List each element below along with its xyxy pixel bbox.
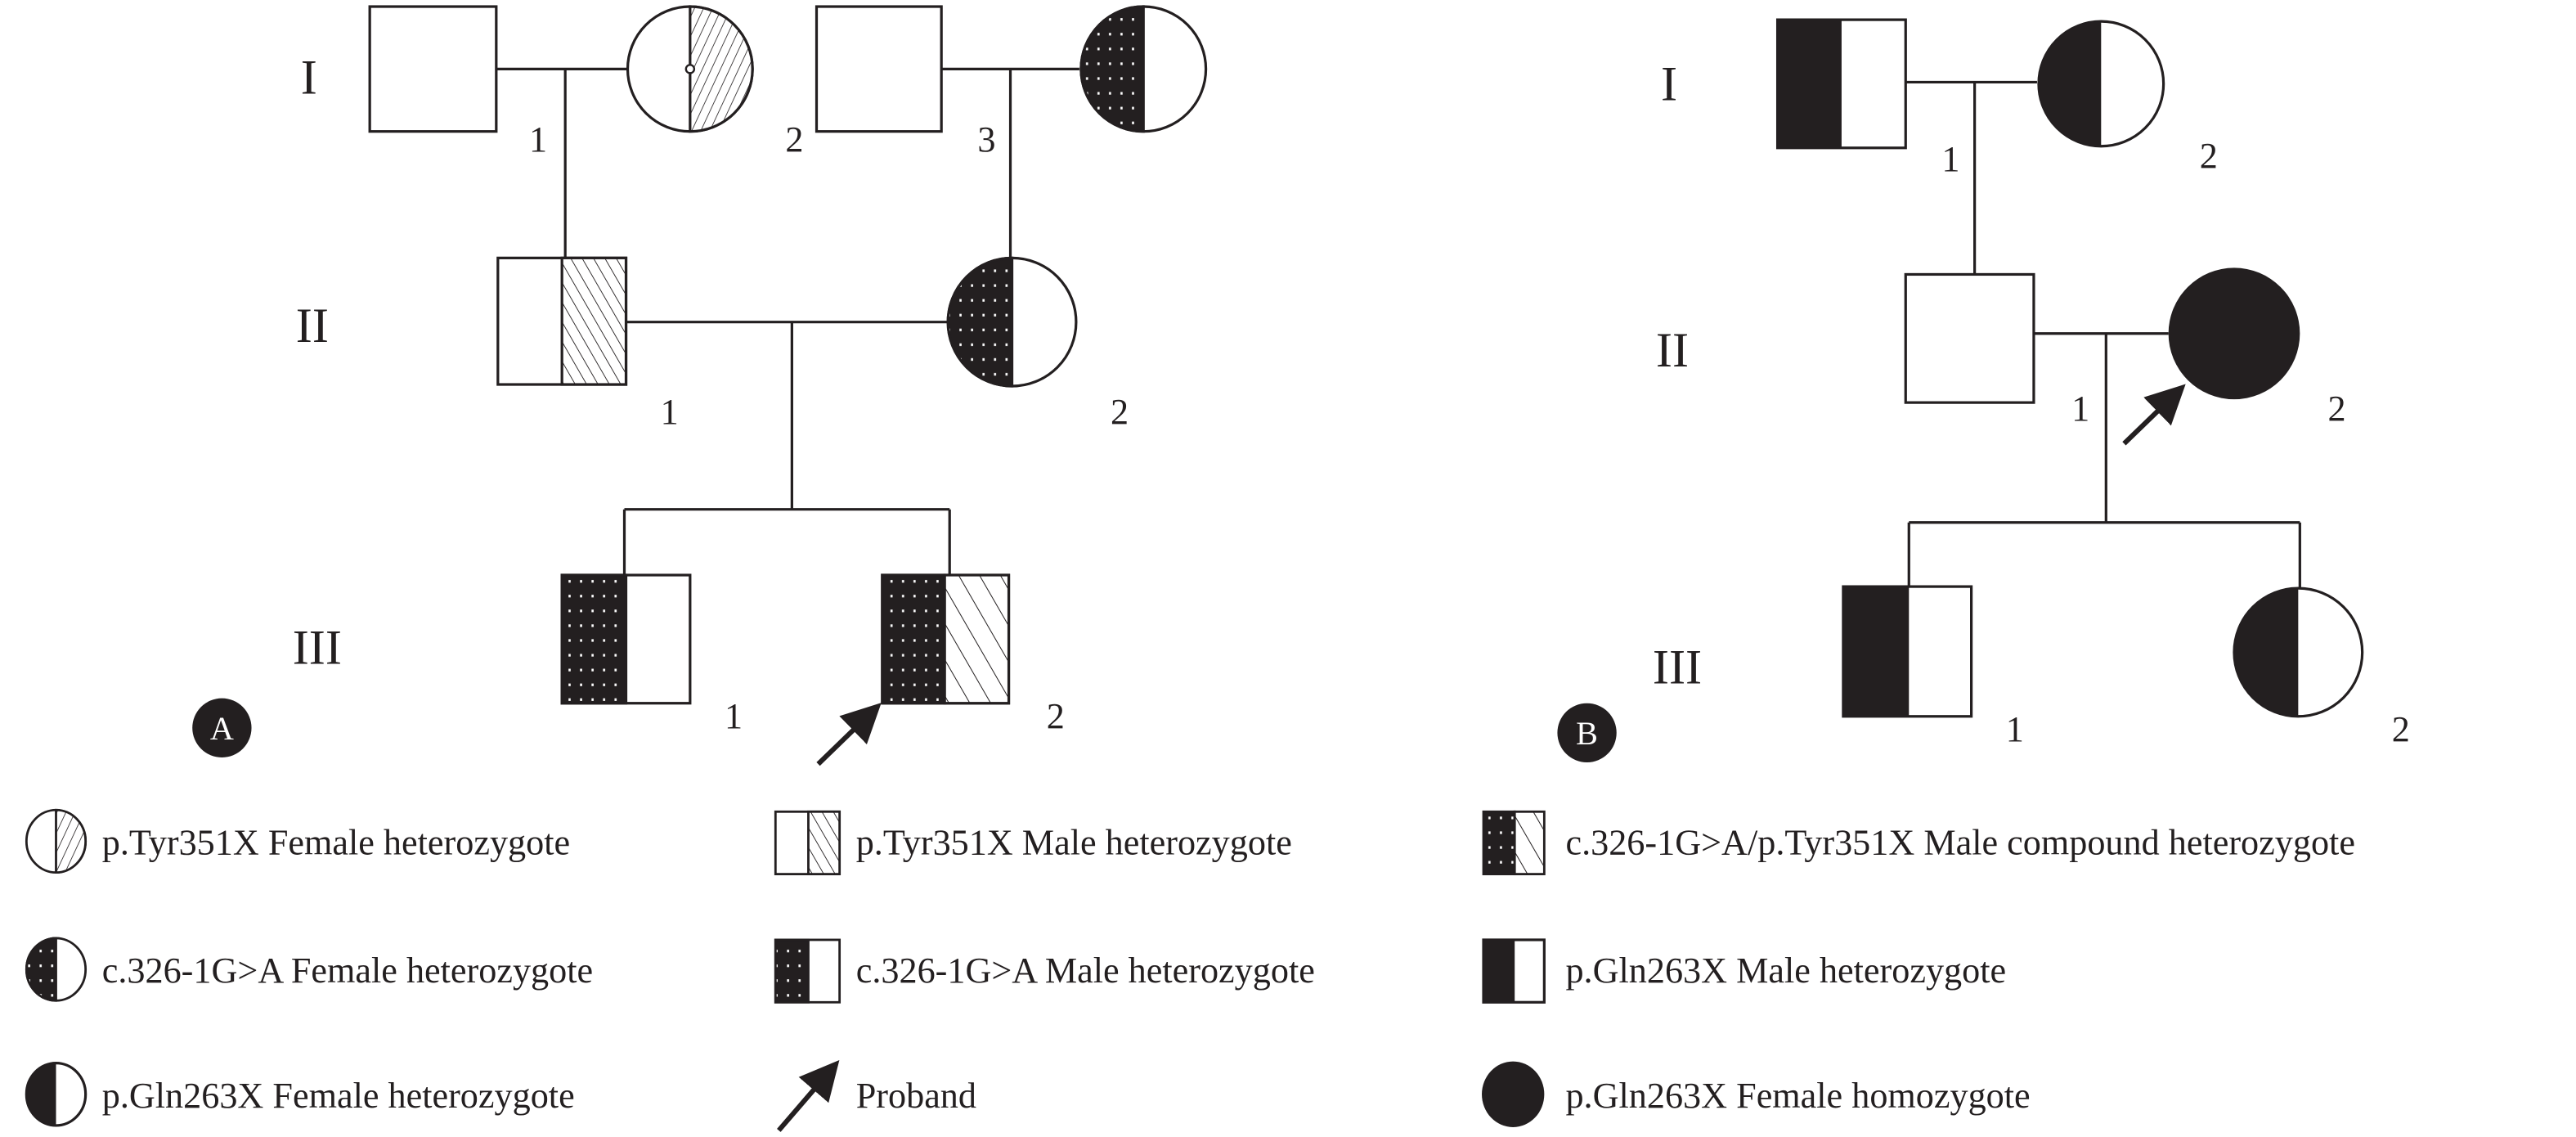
legend-item: p.Gln263X Male heterozygote	[1482, 938, 2006, 1004]
individual-number: 2	[2392, 709, 2410, 749]
panel-b: I II III 1 2 1 2 1	[1557, 18, 2410, 763]
male-hatched-half-icon	[774, 810, 841, 876]
generation-label: III	[293, 621, 342, 676]
legend-label: Proband	[856, 1076, 976, 1116]
individual-number: 2	[1111, 392, 1129, 432]
generation-label: II	[296, 299, 329, 353]
male-c326-heterozygote	[560, 573, 692, 705]
proband-arrow-icon	[2122, 384, 2186, 446]
female-black-half-icon	[25, 1062, 88, 1127]
individual-number: 2	[1047, 696, 1065, 736]
legend-item: p.Gln263X Female homozygote	[1482, 1061, 2031, 1127]
male-unaffected	[815, 5, 943, 133]
male-dotted-half-icon	[774, 938, 841, 1004]
individual-number: 1	[661, 392, 679, 432]
male-tyr351x-heterozygote	[496, 256, 628, 386]
female-tyr351x-heterozygote	[626, 5, 754, 133]
individual-number: 1	[2071, 389, 2089, 429]
legend-label: p.Gln263X Female heterozygote	[102, 1076, 575, 1116]
male-unaffected	[368, 5, 498, 133]
individual-number: 1	[2006, 709, 2024, 749]
legend-label: c.326-1G>A Female heterozygote	[102, 950, 593, 991]
proband-arrow-icon	[777, 1059, 840, 1132]
legend-item: p.Tyr351X Female heterozygote	[25, 808, 570, 874]
panel-badge-label: B	[1576, 715, 1598, 752]
legend-item: c.326-1G>A/p.Tyr351X Male compound heter…	[1482, 810, 2355, 876]
panel-badge	[1557, 703, 1617, 763]
generation-label: II	[1656, 323, 1689, 378]
panel-a: I II III 1 2 3	[192, 5, 1208, 766]
panel-badge-label: A	[210, 710, 234, 747]
proband-arrow-icon	[816, 703, 882, 766]
female-c326-heterozygote	[1079, 5, 1208, 133]
legend-label: p.Tyr351X Male heterozygote	[856, 823, 1292, 863]
legend-label: p.Gln263X Male heterozygote	[1565, 950, 2006, 991]
female-hatched-half-icon	[25, 808, 88, 874]
legend-item: c.326-1G>A Female heterozygote	[25, 937, 593, 1002]
panel-badge	[192, 698, 252, 757]
legend-label: p.Gln263X Female homozygote	[1565, 1076, 2030, 1116]
female-black-full-icon	[1482, 1061, 1545, 1127]
individual-number: 3	[977, 119, 995, 160]
male-black-half-icon	[1482, 938, 1546, 1004]
legend: p.Tyr351X Female heterozygote p.Tyr351X …	[25, 808, 2355, 1132]
individual-number: 2	[2327, 389, 2345, 429]
male-compound-heterozygote-proband	[881, 573, 1011, 705]
individual-number: 1	[725, 696, 743, 736]
legend-label: c.326-1G>A Male heterozygote	[856, 950, 1315, 991]
legend-item: Proband	[777, 1059, 976, 1132]
male-unaffected	[1904, 272, 2035, 404]
female-gln263x-heterozygote	[2037, 20, 2165, 148]
generation-label: I	[1661, 57, 1677, 112]
female-gln263x-heterozygote	[2233, 586, 2364, 718]
female-dotted-half-icon	[25, 937, 88, 1002]
individual-number: 2	[2200, 136, 2218, 176]
male-gln263x-heterozygote	[1842, 585, 1973, 718]
legend-label: c.326-1G>A/p.Tyr351X Male compound heter…	[1565, 823, 2354, 863]
legend-item: p.Gln263X Female heterozygote	[25, 1062, 575, 1127]
generation-label: I	[301, 50, 317, 105]
legend-item: p.Tyr351X Male heterozygote	[774, 810, 1292, 876]
female-c326-heterozygote	[946, 256, 1078, 388]
female-gln263x-homozygote-proband	[2168, 267, 2300, 400]
male-gln263x-heterozygote	[1775, 18, 1907, 150]
individual-number: 1	[529, 119, 547, 160]
individual-number: 1	[1941, 139, 1959, 179]
legend-item: c.326-1G>A Male heterozygote	[774, 938, 1315, 1004]
individual-number: 2	[785, 119, 803, 160]
legend-label: p.Tyr351X Female heterozygote	[102, 823, 570, 863]
male-dotted-hatched-icon	[1482, 810, 1546, 876]
generation-label: III	[1653, 640, 1702, 695]
